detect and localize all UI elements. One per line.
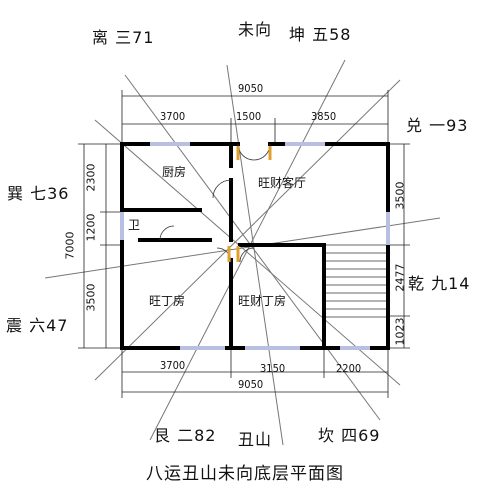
dimension-lines — [78, 90, 410, 398]
dim-left-2300: 2300 — [84, 163, 98, 192]
dim-left-1200: 1200 — [84, 213, 98, 242]
trigram-kan: 坎 四69 — [318, 426, 381, 445]
trigram-gen: 艮 二82 — [154, 426, 217, 445]
trigram-zhen: 震 六47 — [6, 316, 69, 335]
room-bath: 卫 — [128, 218, 141, 232]
trigram-dui: 兑 一93 — [406, 116, 469, 135]
axis-line-chou-wei — [226, 64, 284, 446]
page-caption: 八运丑山未向底层平面图 — [146, 464, 344, 484]
dim-bottom-left: 3700 — [160, 359, 186, 372]
trigram-xun: 巽 七36 — [7, 184, 70, 203]
trigram-kun: 坤 五58 — [289, 25, 352, 44]
trigram-qian: 乾 九14 — [408, 274, 471, 293]
dim-bottom-total: 9050 — [238, 378, 264, 391]
room-ding: 旺丁房 — [149, 294, 186, 308]
dim-top-total: 9050 — [238, 82, 264, 95]
dim-right-3500: 3500 — [393, 181, 407, 210]
dim-bottom-mid: 3150 — [260, 362, 286, 375]
axis-line-nw-se — [94, 119, 401, 386]
dim-left-3500: 3500 — [84, 283, 98, 312]
dim-top-mid: 1500 — [236, 110, 262, 123]
door-jambs — [227, 146, 272, 262]
axis-line-north-south — [124, 74, 381, 421]
staircase — [324, 244, 388, 318]
dim-top-left: 3700 — [160, 110, 186, 123]
dim-top-right: 3850 — [311, 110, 337, 123]
dim-right-2477: 2477 — [393, 263, 407, 292]
room-wealth-ding: 旺财丁房 — [238, 294, 287, 308]
axis-line-ne-sw — [94, 79, 401, 381]
trigram-li: 离 三71 — [92, 28, 155, 47]
label-wei-xiang: 未向 — [238, 20, 273, 39]
room-kitchen: 厨房 — [162, 165, 187, 179]
dim-bottom-right: 2200 — [336, 362, 362, 375]
dim-right-1023: 1023 — [393, 317, 407, 346]
axis-line-west-east — [44, 217, 441, 279]
windows — [120, 142, 390, 350]
dim-left-7000: 7000 — [63, 231, 77, 260]
label-chou-shan: 丑山 — [238, 430, 273, 449]
room-wealth-living: 旺财客厅 — [258, 176, 307, 190]
